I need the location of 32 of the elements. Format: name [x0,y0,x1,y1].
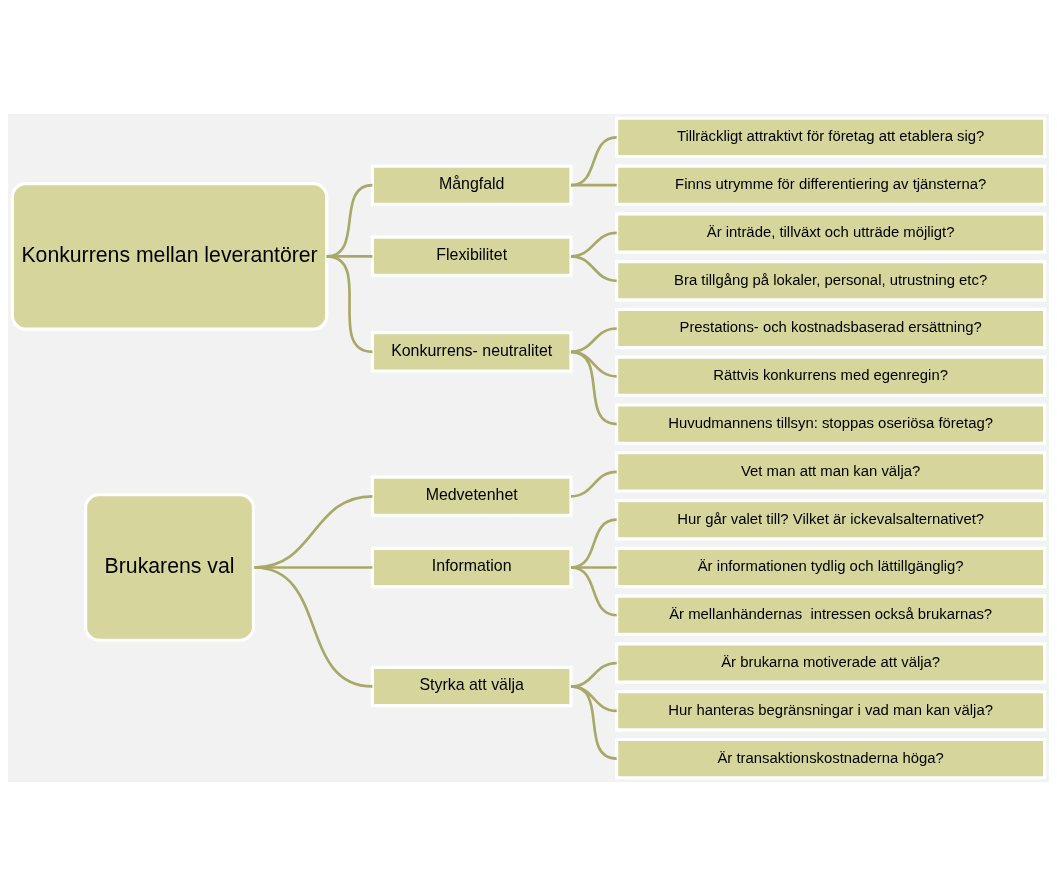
connector [570,684,617,760]
node-box: Information [370,546,573,588]
connector [326,254,373,353]
connector [570,470,617,498]
node-box: Är mellanhändernas intressen också brukarnas? [615,594,1047,636]
connector [570,565,617,617]
node-box: Finns utrymme för differentiering av tjänsterna? [615,163,1047,206]
connector [570,326,617,353]
node-box: Styrka att välja [370,665,573,707]
node-box: Vet man att man kan välja? [615,450,1047,493]
node-box: Bra tillgång på lokaler, personal, utrustning etc? [615,259,1047,301]
connector [571,183,617,186]
node-box: Är informationen tydlig och lättillgänglig? [615,546,1047,588]
node-box: Mångfald [370,163,573,206]
node-box: Medvetenhet [370,475,573,517]
node-box: Hur hanteras begränsningar i vad man kan välja? [615,689,1047,732]
node-box: Är inträde, tillväxt och utträde möjligt? [615,211,1047,254]
node-box: Flexibilitet [370,235,573,277]
node-box: Är transaktionskostnaderna höga? [615,737,1047,779]
connector [254,565,373,688]
connector [570,254,617,282]
node-box: Tillräckligt attraktivt för företag att etablera sig? [615,116,1047,158]
node-box: Konkurrens mellan leverantörer [10,181,329,331]
node-box: Är brukarna motiverade att välja? [615,641,1047,684]
node-box: Huvudmannens tillsyn: stoppas oseriösa företag? [615,402,1047,445]
node-box: Rättvis konkurrens med egenregin? [615,355,1047,397]
node-box: Prestations- och kostnadsbaserad ersättning? [615,307,1047,349]
node-box: Hur går valet till? Vilket är ickevalsalternativet? [615,498,1047,540]
node-box: Konkurrens- neutralitet [370,330,573,373]
node-box: Brukarens val [84,492,256,642]
connector [570,350,617,425]
connector [570,135,617,186]
